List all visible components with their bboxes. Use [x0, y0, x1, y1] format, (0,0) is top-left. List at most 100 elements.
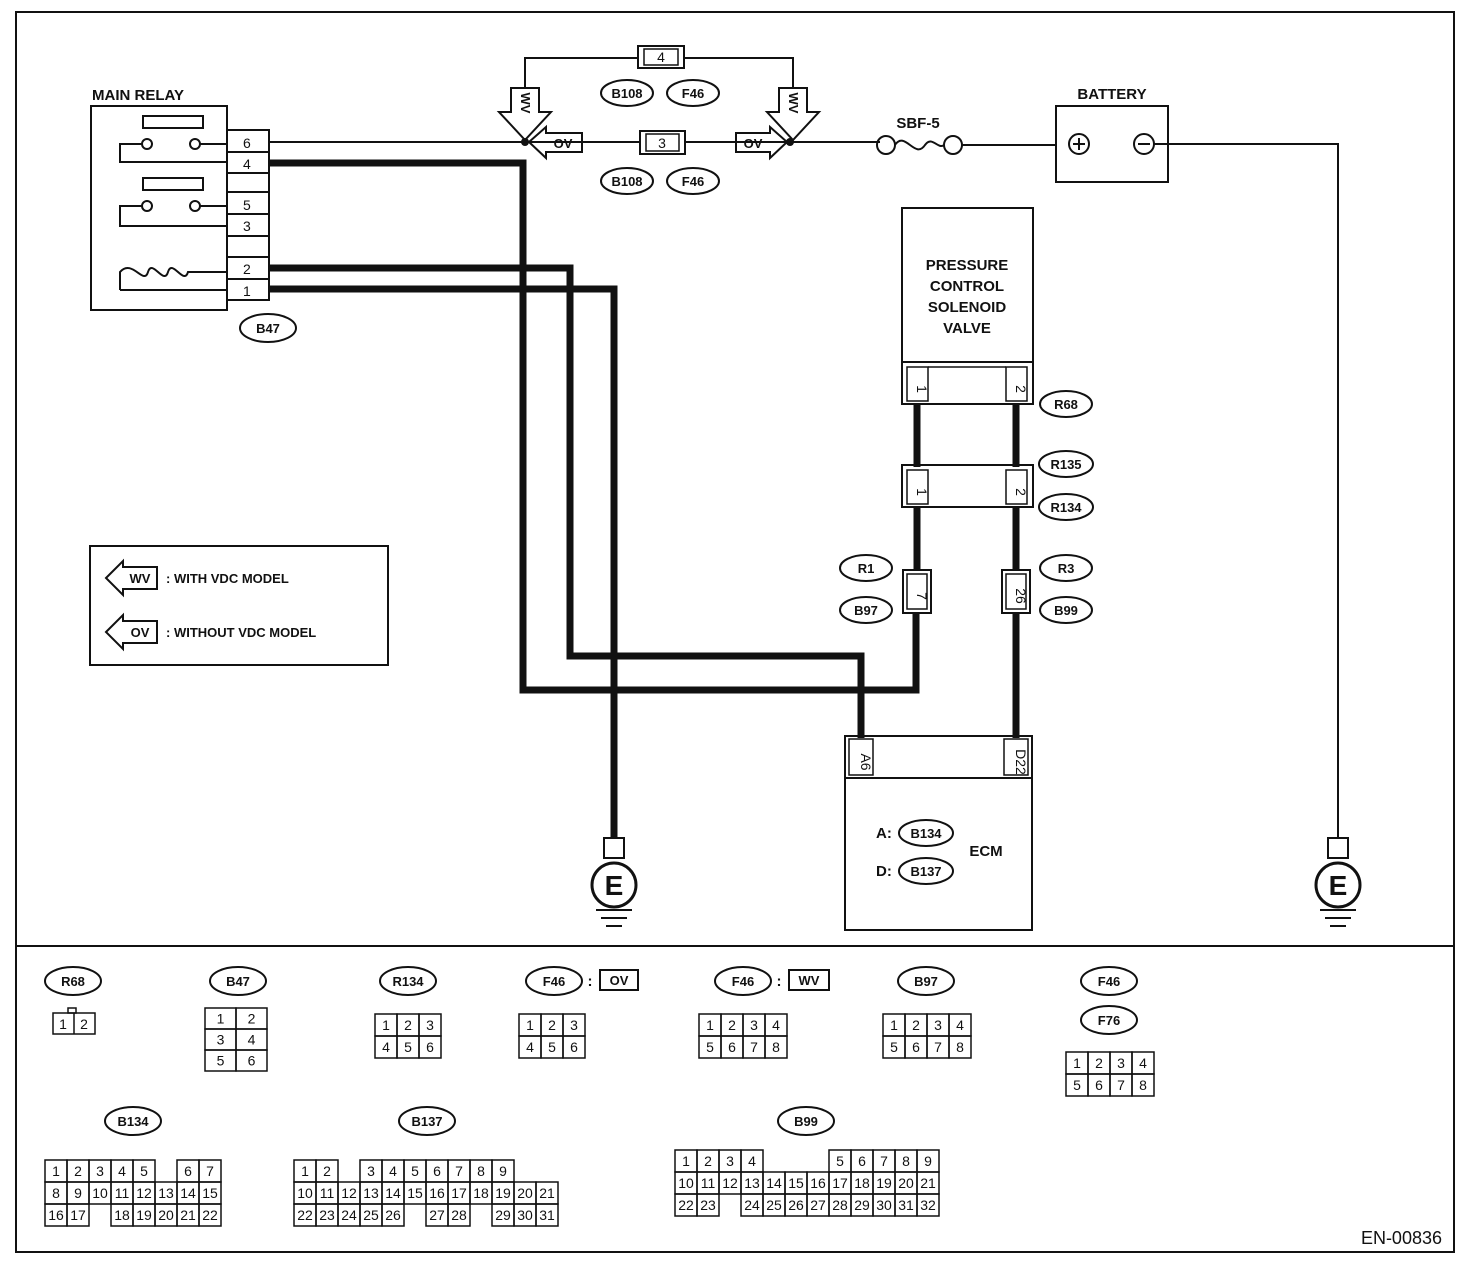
b137-view-cell — [381, 1203, 405, 1227]
b137-view-pin: 6 — [433, 1163, 441, 1179]
main-relay: MAIN RELAY 6 4 5 3 2 1 B47 — [90, 87, 297, 343]
b99-view-pin: 10 — [678, 1175, 694, 1191]
b134-view-pin: 6 — [184, 1163, 192, 1179]
f46-wv-view-pin: 4 — [772, 1017, 780, 1033]
b137-view-pin: 5 — [411, 1163, 419, 1179]
b134-view-pin: 12 — [136, 1185, 152, 1201]
b134-view-pin: 21 — [180, 1207, 196, 1223]
r134-pin-2: 2 — [1013, 488, 1029, 496]
b137-view-pin: 9 — [499, 1163, 507, 1179]
view-b137-label: B137 — [411, 1114, 442, 1129]
view-wv-tag: WV — [799, 973, 820, 988]
ground-left-label: E — [605, 870, 624, 901]
view-r134-label: R134 — [392, 974, 424, 989]
f46-ov-view-pin: 3 — [570, 1017, 578, 1033]
b99-view-pin: 11 — [701, 1175, 716, 1191]
r134-badge: R134 — [1050, 500, 1082, 515]
b47-view-pin: 4 — [248, 1032, 256, 1048]
b134-view-pin: 13 — [158, 1185, 174, 1201]
b99-view-pin: 16 — [810, 1175, 826, 1191]
b134-badge: B134 — [910, 826, 942, 841]
view-b97-label: B97 — [914, 974, 938, 989]
b137-view-pin: 29 — [495, 1207, 511, 1223]
b47-view-cell — [235, 1049, 268, 1072]
f46-wv-view-pin: 3 — [750, 1017, 758, 1033]
solenoid-pin-1: 1 — [914, 385, 930, 393]
b99-view-pin: 32 — [920, 1197, 936, 1213]
b134-view-pin: 10 — [92, 1185, 108, 1201]
b97-view-pin: 5 — [890, 1039, 898, 1055]
b99-view-pin: 8 — [902, 1153, 910, 1169]
b99-view-pin: 7 — [880, 1153, 888, 1169]
f46-ov-view-cell — [562, 1035, 586, 1059]
b137-view-pin: 1 — [301, 1163, 309, 1179]
ground-right-label: E — [1329, 870, 1348, 901]
b134-view-pin: 2 — [74, 1163, 82, 1179]
main-relay-label: MAIN RELAY — [92, 87, 184, 104]
r134-pin-1: 1 — [914, 488, 930, 496]
f46-wv-view-pin: 6 — [728, 1039, 736, 1055]
f76-view-pin: 1 — [1073, 1055, 1081, 1071]
solenoid-line-4: VALVE — [943, 320, 991, 337]
b99-view-pin: 12 — [722, 1175, 738, 1191]
b47-view-pin: 5 — [217, 1053, 225, 1069]
b99-view-pin: 1 — [682, 1153, 690, 1169]
b99-view-pin: 29 — [854, 1197, 870, 1213]
relay-pin-2: 2 — [243, 261, 251, 277]
f76-view-pin: 7 — [1117, 1077, 1125, 1093]
solenoid-line-3: SOLENOID — [928, 299, 1007, 316]
f46-ov-view-pin: 1 — [526, 1017, 534, 1033]
r134-view-pin: 5 — [404, 1039, 412, 1055]
b134-view-cell — [198, 1203, 222, 1227]
connector-views: R68 B47 R134 F46 : OV F46 : WV B97 F46 F… — [44, 966, 1155, 1227]
r134-view-pin: 6 — [426, 1039, 434, 1055]
b137-view-cell — [447, 1203, 471, 1227]
f76-view-pin: 3 — [1117, 1055, 1125, 1071]
b99-view-pin: 24 — [744, 1197, 760, 1213]
view-r68-label: R68 — [61, 974, 85, 989]
b99-view-pin: 26 — [788, 1197, 804, 1213]
b47-view-pin: 3 — [217, 1032, 225, 1048]
b134-view-pin: 5 — [140, 1163, 148, 1179]
b99-badge: B99 — [1054, 603, 1078, 618]
f46-ov-view-pin: 4 — [526, 1039, 534, 1055]
wv-tag-left: WV — [518, 93, 533, 114]
b137-view-pin: 12 — [341, 1185, 357, 1201]
b99-view-pin: 5 — [836, 1153, 844, 1169]
b47-view-pin: 1 — [217, 1011, 225, 1027]
legend: WV : WITH VDC MODEL OV : WITHOUT VDC MOD… — [89, 545, 389, 666]
legend-wv-tag: WV — [130, 571, 151, 586]
b99-view-pin: 25 — [766, 1197, 782, 1213]
f76-view-pin: 4 — [1139, 1055, 1147, 1071]
r68-view-pin: 2 — [80, 1016, 88, 1032]
b137-view-pin: 25 — [363, 1207, 379, 1223]
b97-view-pin: 1 — [890, 1017, 898, 1033]
b137-view-pin: 22 — [297, 1207, 313, 1223]
b137-view-pin: 7 — [455, 1163, 463, 1179]
b137-view-pin: 4 — [389, 1163, 397, 1179]
svg-text::: : — [588, 973, 593, 990]
view-b134-label: B134 — [117, 1114, 149, 1129]
f76-view-pin: 2 — [1095, 1055, 1103, 1071]
b137-view-pin: 3 — [367, 1163, 375, 1179]
b47-view-pin: 6 — [248, 1053, 256, 1069]
b137-view-pin: 17 — [451, 1185, 467, 1201]
b108-badge-top: B108 — [611, 86, 642, 101]
ov-tag-right: OV — [744, 136, 763, 151]
b137-view-pin: 18 — [473, 1185, 489, 1201]
b99-view-pin: 28 — [832, 1197, 848, 1213]
view-f46-wv-label: F46 — [732, 974, 754, 989]
ground-right: E — [1314, 837, 1362, 927]
b97-view-pin: 6 — [912, 1039, 920, 1055]
r134-view-cell — [418, 1035, 442, 1059]
b99-view-cell — [916, 1193, 940, 1217]
b134-view-pin: 18 — [114, 1207, 130, 1223]
b99-view-pin: 31 — [898, 1197, 914, 1213]
f76-view-pin: 5 — [1073, 1077, 1081, 1093]
r134-view-pin: 2 — [404, 1017, 412, 1033]
b47-badge: B47 — [256, 321, 280, 336]
junction-pin-4: 4 — [657, 49, 665, 65]
b47-view-pin: 2 — [248, 1011, 256, 1027]
doc-id: EN-00836 — [1361, 1228, 1442, 1248]
b134-view-pin: 8 — [52, 1185, 60, 1201]
